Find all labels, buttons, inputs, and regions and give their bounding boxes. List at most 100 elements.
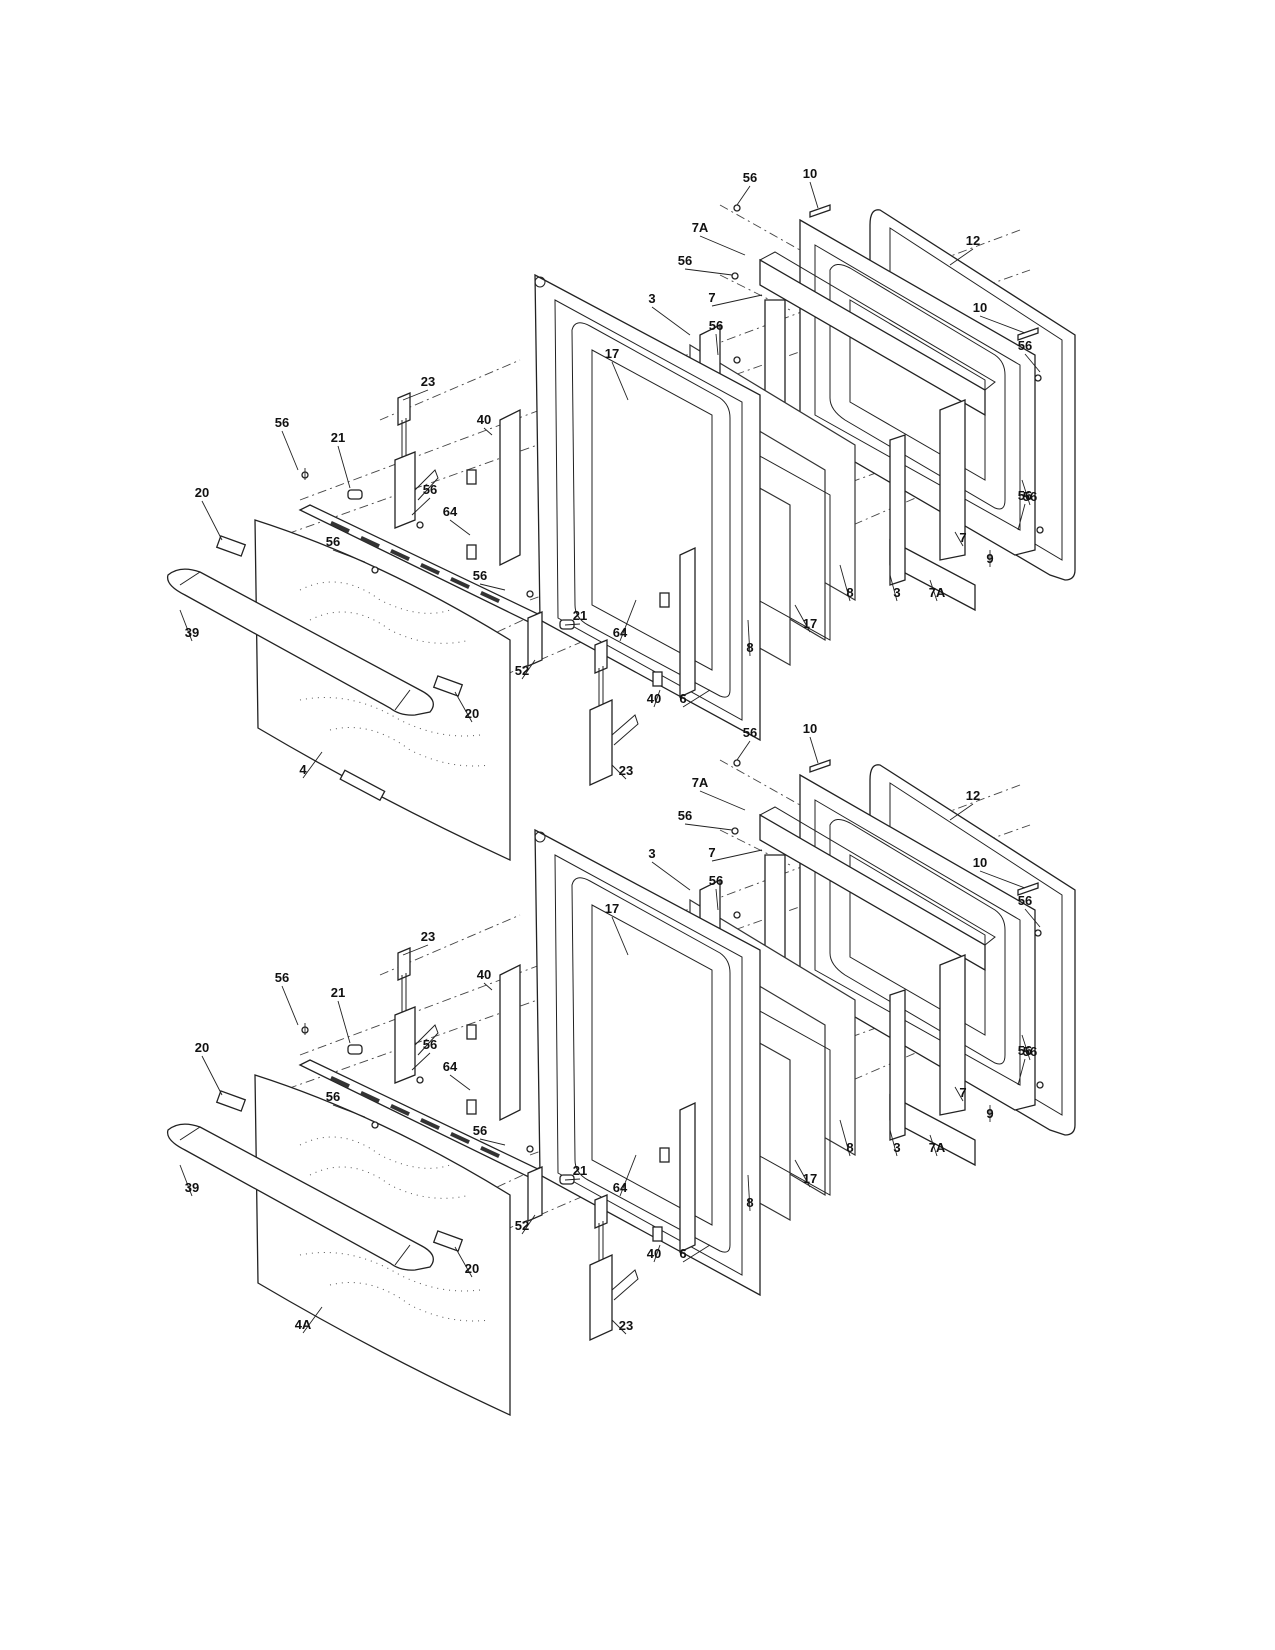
- callout-label-7a: 7A: [692, 220, 709, 235]
- callout-label-12: 12: [966, 233, 980, 248]
- callout-leader-0: [736, 185, 751, 206]
- callout-leader-13: [483, 982, 493, 991]
- callout-label-40: 40: [647, 1246, 661, 1261]
- callout-leader-23: [619, 1154, 637, 1197]
- callout-label-20: 20: [195, 485, 209, 500]
- callout-leader-31: [794, 604, 811, 633]
- callout-leader-4: [684, 823, 733, 831]
- door-handle-39: [166, 568, 434, 716]
- insulation-7-right: [939, 399, 966, 561]
- callout-label-8: 8: [846, 1140, 853, 1155]
- callout-label-64: 64: [613, 1180, 628, 1195]
- callout-leader-19: [479, 583, 506, 591]
- bracket-52: [527, 611, 543, 667]
- callout-leader-34: [929, 1134, 938, 1157]
- spacer-64-b: [466, 1099, 477, 1115]
- spacer-64-d: [652, 1226, 663, 1242]
- callout-label-8: 8: [746, 1195, 753, 1210]
- end-cap-20-top: [215, 535, 247, 557]
- callout-leader-12: [402, 944, 429, 956]
- callout-label-56: 56: [326, 534, 340, 549]
- callout-label-7: 7: [959, 530, 966, 545]
- callout-leader-27: [682, 689, 711, 708]
- callout-leader-0: [736, 740, 751, 761]
- callout-leader-8: [711, 849, 763, 862]
- callout-label-56: 56: [678, 808, 692, 823]
- callout-label-12: 12: [966, 788, 980, 803]
- callout-label-21: 21: [573, 1163, 587, 1178]
- callout-label-10: 10: [973, 300, 987, 315]
- callout-label-3: 3: [893, 585, 900, 600]
- callout-leader-28: [302, 751, 323, 779]
- door-frame-6: [534, 273, 761, 742]
- callout-label-7a: 7A: [929, 585, 946, 600]
- callout-label-17: 17: [605, 901, 619, 916]
- callout-leader-11: [611, 361, 629, 401]
- callout-leader-14: [411, 1052, 431, 1071]
- upper-door-assembly: [166, 204, 1076, 862]
- side-channel-40-left: [499, 963, 521, 1122]
- callout-leader-23: [619, 599, 637, 642]
- callout-label-21: 21: [331, 985, 345, 1000]
- end-cap-20-bottom: [432, 675, 464, 697]
- callout-label-56: 56: [326, 1089, 340, 1104]
- callout-leader-26: [653, 689, 661, 708]
- callout-label-64: 64: [613, 625, 628, 640]
- callout-label-23: 23: [421, 374, 435, 389]
- bumper-21-top: [347, 489, 363, 500]
- callout-leader-30: [839, 564, 851, 602]
- callout-leader-1: [809, 181, 819, 209]
- callout-leader-20: [1017, 1058, 1026, 1086]
- callout-leader-7: [715, 333, 719, 356]
- callout-label-56: 56: [473, 568, 487, 583]
- callout-label-8: 8: [846, 585, 853, 600]
- hinge-23-top: [394, 392, 439, 529]
- bracket-3-bottom: [889, 989, 906, 1141]
- callout-label-10: 10: [803, 166, 817, 181]
- insulation-7-right: [939, 954, 966, 1116]
- callout-label-40: 40: [477, 412, 491, 427]
- callout-leader-7: [715, 888, 719, 911]
- inner-door-panel-9: [799, 773, 1036, 1111]
- callout-label-4: 4: [299, 762, 307, 777]
- callout-label-56: 56: [1018, 338, 1032, 353]
- callout-leader-24: [521, 1214, 536, 1235]
- callout-label-56: 56: [743, 170, 757, 185]
- callout-leader-21: [564, 623, 581, 626]
- callout-label-3: 3: [893, 1140, 900, 1155]
- callout-label-6: 6: [679, 1246, 686, 1261]
- callout-leader-18: [449, 519, 471, 536]
- callout-label-56: 56: [1023, 489, 1037, 504]
- callout-label-3: 3: [648, 846, 655, 861]
- callout-leader-24: [521, 659, 536, 680]
- callout-label-21: 21: [573, 608, 587, 623]
- callout-leader-16: [332, 549, 366, 563]
- callout-label-21: 21: [331, 430, 345, 445]
- screws: [301, 204, 1044, 598]
- callout-leader-22: [179, 1164, 193, 1197]
- callout-label-7: 7: [708, 290, 715, 305]
- callout-label-23: 23: [619, 763, 633, 778]
- spacer-64-b: [466, 544, 477, 560]
- callout-label-56: 56: [709, 318, 723, 333]
- callout-leader-2: [699, 235, 746, 256]
- vent-slots: [330, 1075, 500, 1159]
- callout-leader-9: [1024, 353, 1041, 373]
- callout-leader-30: [839, 1119, 851, 1157]
- callout-leader-33: [889, 1129, 898, 1157]
- callout-label-56: 56: [275, 970, 289, 985]
- callout-leader-25: [454, 1246, 473, 1278]
- hinge-23-bottom: [589, 1194, 639, 1342]
- callout-leader-1: [809, 736, 819, 764]
- callout-leader-17: [201, 500, 223, 541]
- bracket-52: [527, 1166, 543, 1222]
- callout-leader-4: [684, 268, 733, 276]
- callout-leader-6: [651, 861, 691, 891]
- callout-leader-13: [483, 427, 493, 436]
- callout-leader-21: [564, 1178, 581, 1181]
- callout-label-56: 56: [1018, 893, 1032, 908]
- callout-leader-20: [1017, 503, 1026, 531]
- callout-label-40: 40: [647, 691, 661, 706]
- callout-leader-12: [402, 389, 429, 401]
- callout-label-56: 56: [423, 1037, 437, 1052]
